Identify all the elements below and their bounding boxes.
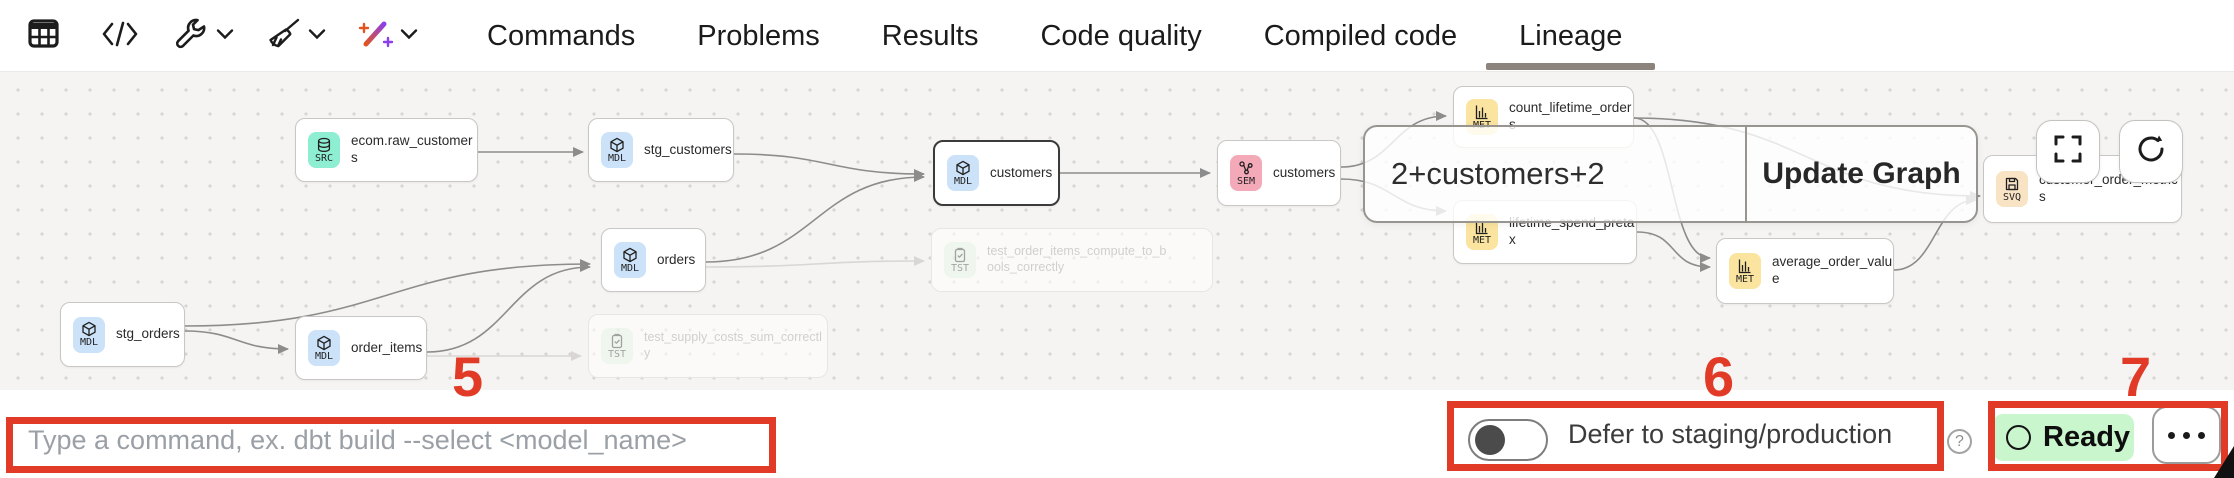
- node-label: test_supply_costs_sum_correctly: [644, 330, 822, 360]
- chevron-down-icon: [400, 27, 418, 45]
- chevron-down-icon: [308, 27, 326, 45]
- cleanup-button[interactable]: [268, 0, 300, 72]
- wrench-icon: [174, 18, 207, 54]
- tab-lineage[interactable]: Lineage: [1486, 0, 1656, 72]
- tab-compiled-code[interactable]: Compiled code: [1263, 19, 1458, 52]
- help-icon[interactable]: ?: [1947, 429, 1972, 454]
- code-view-button[interactable]: [102, 0, 138, 72]
- cube-icon: MDL: [601, 132, 633, 168]
- cube-icon: MDL: [308, 330, 340, 366]
- node-label: customers: [1273, 164, 1336, 180]
- refresh-button[interactable]: [2119, 120, 2183, 183]
- table-view-button[interactable]: [28, 0, 59, 72]
- node-stg-orders[interactable]: MDL stg_orders: [60, 302, 185, 367]
- node-ecom-raw-customers[interactable]: SRC ecom.raw_customers: [295, 118, 478, 182]
- node-label: stg_orders: [116, 326, 180, 342]
- command-input[interactable]: [28, 412, 768, 468]
- code-icon: [102, 21, 138, 52]
- node-label: test_order_items_compute_to_bools_correc…: [987, 244, 1167, 274]
- lineage-selector-input[interactable]: 2+customers+2: [1391, 156, 1605, 191]
- status-circle-icon: [2006, 425, 2031, 450]
- node-customers-model[interactable]: MDL customers: [933, 140, 1060, 206]
- build-tools-menu[interactable]: [216, 0, 234, 72]
- ready-status-label: Ready: [2043, 421, 2131, 453]
- tab-problems[interactable]: Problems: [697, 19, 820, 52]
- node-label: count_lifetime_orders: [1509, 100, 1632, 132]
- fullscreen-button[interactable]: [2036, 120, 2100, 183]
- node-label: average_order_value: [1772, 254, 1893, 286]
- ai-assist-button[interactable]: [358, 0, 394, 72]
- defer-toggle[interactable]: [1468, 419, 1548, 461]
- more-options-button[interactable]: [2152, 406, 2221, 464]
- test-clipboard-icon: TST: [944, 242, 976, 278]
- semantic-model-icon: SEM: [1230, 155, 1262, 191]
- lineage-selector-panel: 2+customers+2 Update Graph: [1363, 125, 1978, 223]
- build-tools-button[interactable]: [174, 0, 207, 72]
- tab-commands[interactable]: Commands: [487, 19, 636, 52]
- defer-label: Defer to staging/production: [1568, 418, 1893, 449]
- cube-icon: MDL: [73, 316, 105, 353]
- ready-status-button[interactable]: Ready: [1993, 414, 2134, 461]
- node-stg-customers[interactable]: MDL stg_customers: [588, 118, 734, 182]
- node-orders[interactable]: MDL orders: [601, 228, 706, 292]
- node-order-items[interactable]: MDL order_items: [295, 316, 427, 380]
- node-customers-semantic[interactable]: SEM customers: [1217, 140, 1341, 206]
- ai-assist-menu[interactable]: [400, 0, 418, 72]
- metric-chart-icon: MET: [1729, 253, 1761, 289]
- result-tabs: Commands Problems Results Code quality C…: [487, 0, 1656, 72]
- node-label: stg_customers: [644, 141, 732, 157]
- node-label: customers: [990, 164, 1053, 180]
- node-test-order-items[interactable]: TST test_order_items_compute_to_bools_cor…: [931, 228, 1213, 292]
- cube-icon: MDL: [947, 155, 979, 191]
- node-label: ecom.raw_customers: [351, 133, 473, 165]
- refresh-icon: [2135, 133, 2167, 170]
- node-label: orders: [657, 251, 696, 267]
- tab-code-quality[interactable]: Code quality: [1040, 19, 1202, 52]
- node-average-order-value[interactable]: MET average_order_value: [1716, 238, 1894, 304]
- table-view-icon: [28, 19, 59, 53]
- tab-results[interactable]: Results: [881, 19, 979, 52]
- database-icon: SRC: [308, 132, 340, 168]
- chevron-down-icon: [216, 27, 234, 45]
- saved-query-icon: SVQ: [1996, 171, 2028, 207]
- node-label: order_items: [351, 339, 423, 355]
- magic-wand-icon: [358, 18, 394, 55]
- fullscreen-icon: [2053, 134, 2083, 169]
- broom-icon: [268, 18, 300, 54]
- cube-icon: MDL: [614, 242, 646, 278]
- cleanup-menu[interactable]: [308, 0, 326, 72]
- node-test-supply-costs[interactable]: TST test_supply_costs_sum_correctly: [588, 314, 828, 378]
- test-clipboard-icon: TST: [601, 328, 633, 364]
- editor-toolbar: [0, 0, 2234, 72]
- update-graph-button[interactable]: Update Graph: [1745, 127, 1976, 221]
- toggle-knob: [1475, 425, 1505, 455]
